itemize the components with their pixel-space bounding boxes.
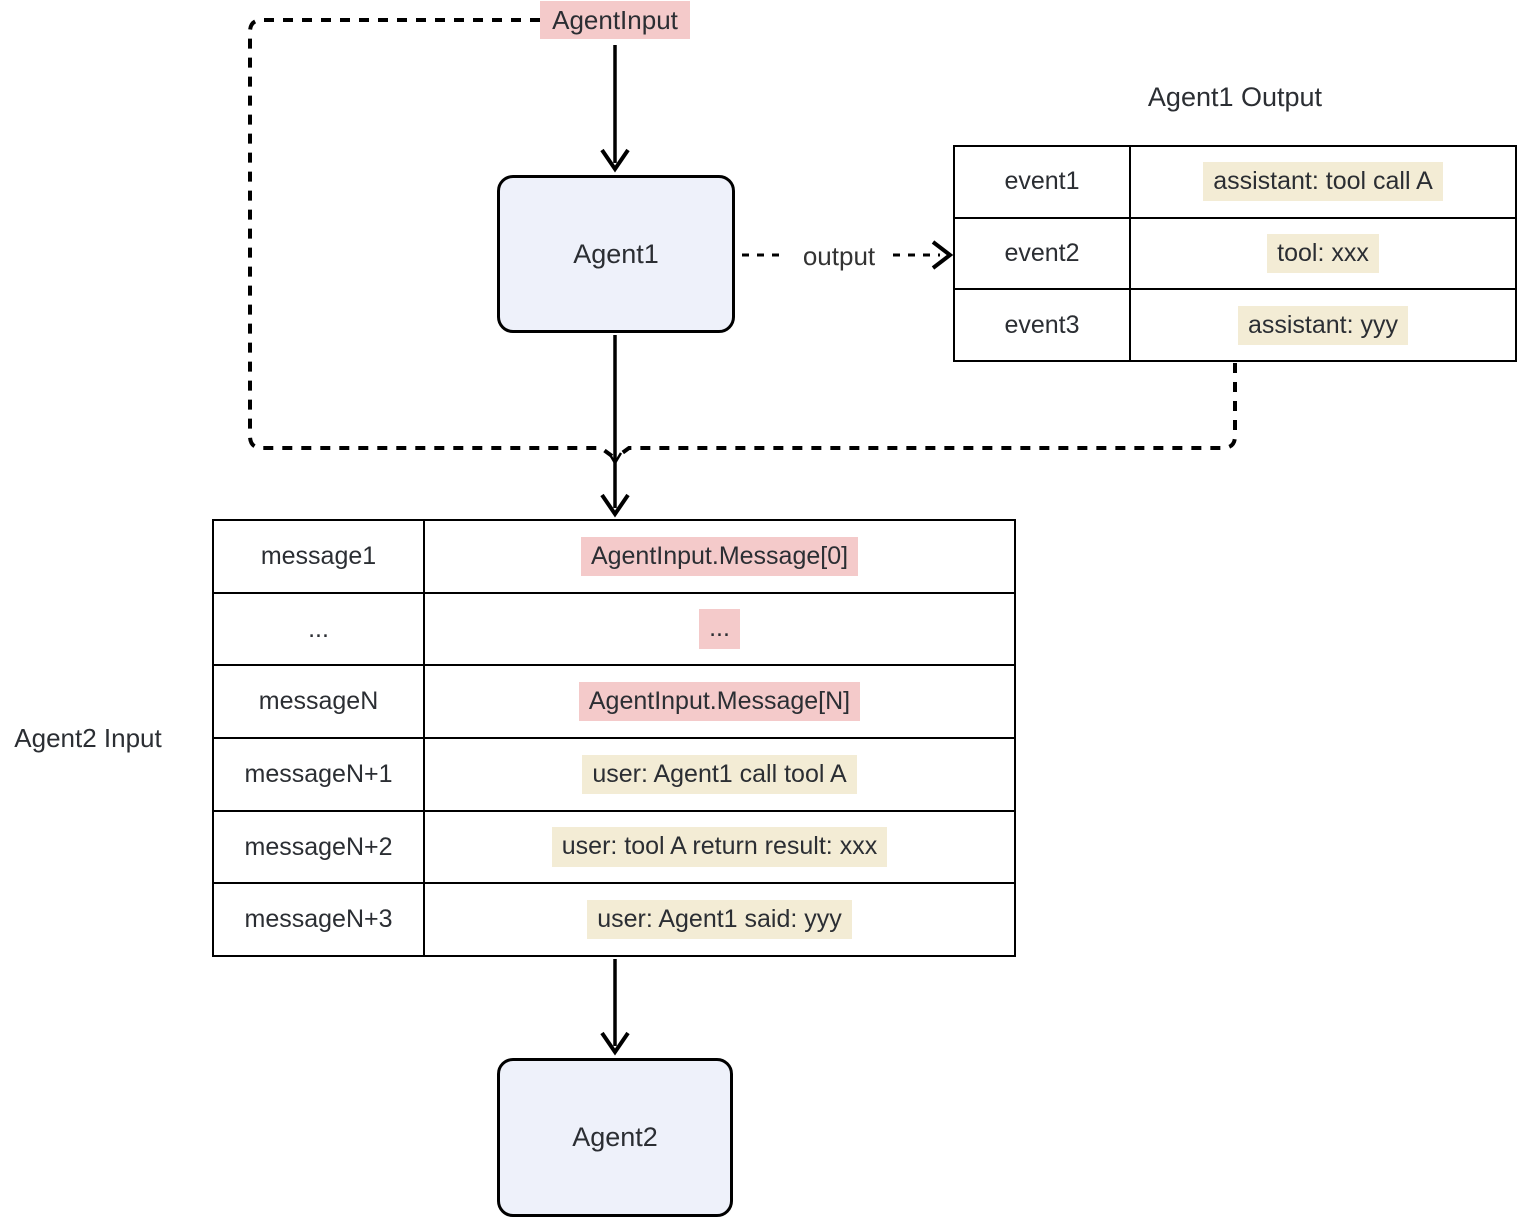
agent1-output-table: event1 assistant: tool call A event2 too… — [953, 145, 1517, 362]
edge-label-output: output — [802, 240, 876, 271]
row-key: ... — [214, 593, 425, 665]
node-agent2: Agent2 — [497, 1058, 733, 1217]
highlighted-value: tool: xxx — [1267, 233, 1379, 274]
highlighted-value: ... — [699, 609, 740, 649]
row-value-cell: AgentInput.Message[N] — [425, 666, 1014, 737]
agent-input-label: AgentInput — [540, 1, 690, 39]
table-row: message1 AgentInput.Message[0] — [214, 521, 1014, 594]
table-row: messageN AgentInput.Message[N] — [214, 666, 1014, 740]
dashed-arrow-agent1-output — [742, 240, 954, 270]
row-key: event3 — [955, 290, 1131, 361]
arrow-agent2-input-to-agent2 — [600, 959, 630, 1056]
row-value-cell: ... — [425, 594, 1014, 665]
row-key: messageN+3 — [214, 884, 425, 956]
agent2-input-table: message1 AgentInput.Message[0] ... ... m… — [212, 519, 1016, 957]
highlighted-value: user: Agent1 said: yyy — [587, 900, 852, 940]
highlighted-value: assistant: yyy — [1237, 305, 1409, 345]
arrow-agentinput-to-agent1 — [600, 45, 630, 173]
table-row: event3 assistant: yyy — [955, 290, 1515, 361]
table-row: messageN+2 user: tool A return result: x… — [214, 811, 1014, 885]
row-key: event2 — [955, 218, 1131, 289]
table-row: ... ... — [214, 593, 1014, 667]
highlighted-value: user: tool A return result: xxx — [551, 827, 888, 867]
table-row: messageN+1 user: Agent1 call tool A — [214, 739, 1014, 812]
table-row: event1 assistant: tool call A — [955, 147, 1515, 219]
row-value-cell: tool: xxx — [1131, 219, 1515, 289]
table-row: event2 tool: xxx — [955, 218, 1515, 291]
table-row: messageN+3 user: Agent1 said: yyy — [214, 884, 1014, 956]
merge-arrowhead — [607, 452, 623, 466]
highlighted-value: AgentInput.Message[0] — [580, 536, 859, 576]
row-key: messageN — [214, 666, 425, 738]
row-value-cell: AgentInput.Message[0] — [425, 521, 1014, 592]
arrow-agent1-to-agent2-input — [600, 335, 630, 518]
highlighted-value: AgentInput.Message[N] — [578, 682, 861, 722]
row-key: messageN+1 — [214, 739, 425, 810]
highlighted-value: assistant: tool call A — [1203, 162, 1443, 202]
node-agent1: Agent1 — [497, 175, 735, 333]
row-value-cell: assistant: tool call A — [1131, 147, 1515, 217]
row-value-cell: user: tool A return result: xxx — [425, 812, 1014, 883]
row-value-cell: assistant: yyy — [1131, 290, 1515, 360]
dashed-edge-agent1-output-to-merge — [616, 363, 1237, 458]
row-key: message1 — [214, 521, 425, 592]
row-value-cell: user: Agent1 call tool A — [425, 739, 1014, 810]
agent1-output-table-title: Agent1 Output — [1147, 81, 1323, 112]
row-key: event1 — [955, 147, 1131, 217]
row-key: messageN+2 — [214, 811, 425, 883]
agent2-input-table-title: Agent2 Input — [14, 722, 162, 753]
row-value-cell: user: Agent1 said: yyy — [425, 884, 1014, 955]
highlighted-value: user: Agent1 call tool A — [582, 754, 857, 794]
